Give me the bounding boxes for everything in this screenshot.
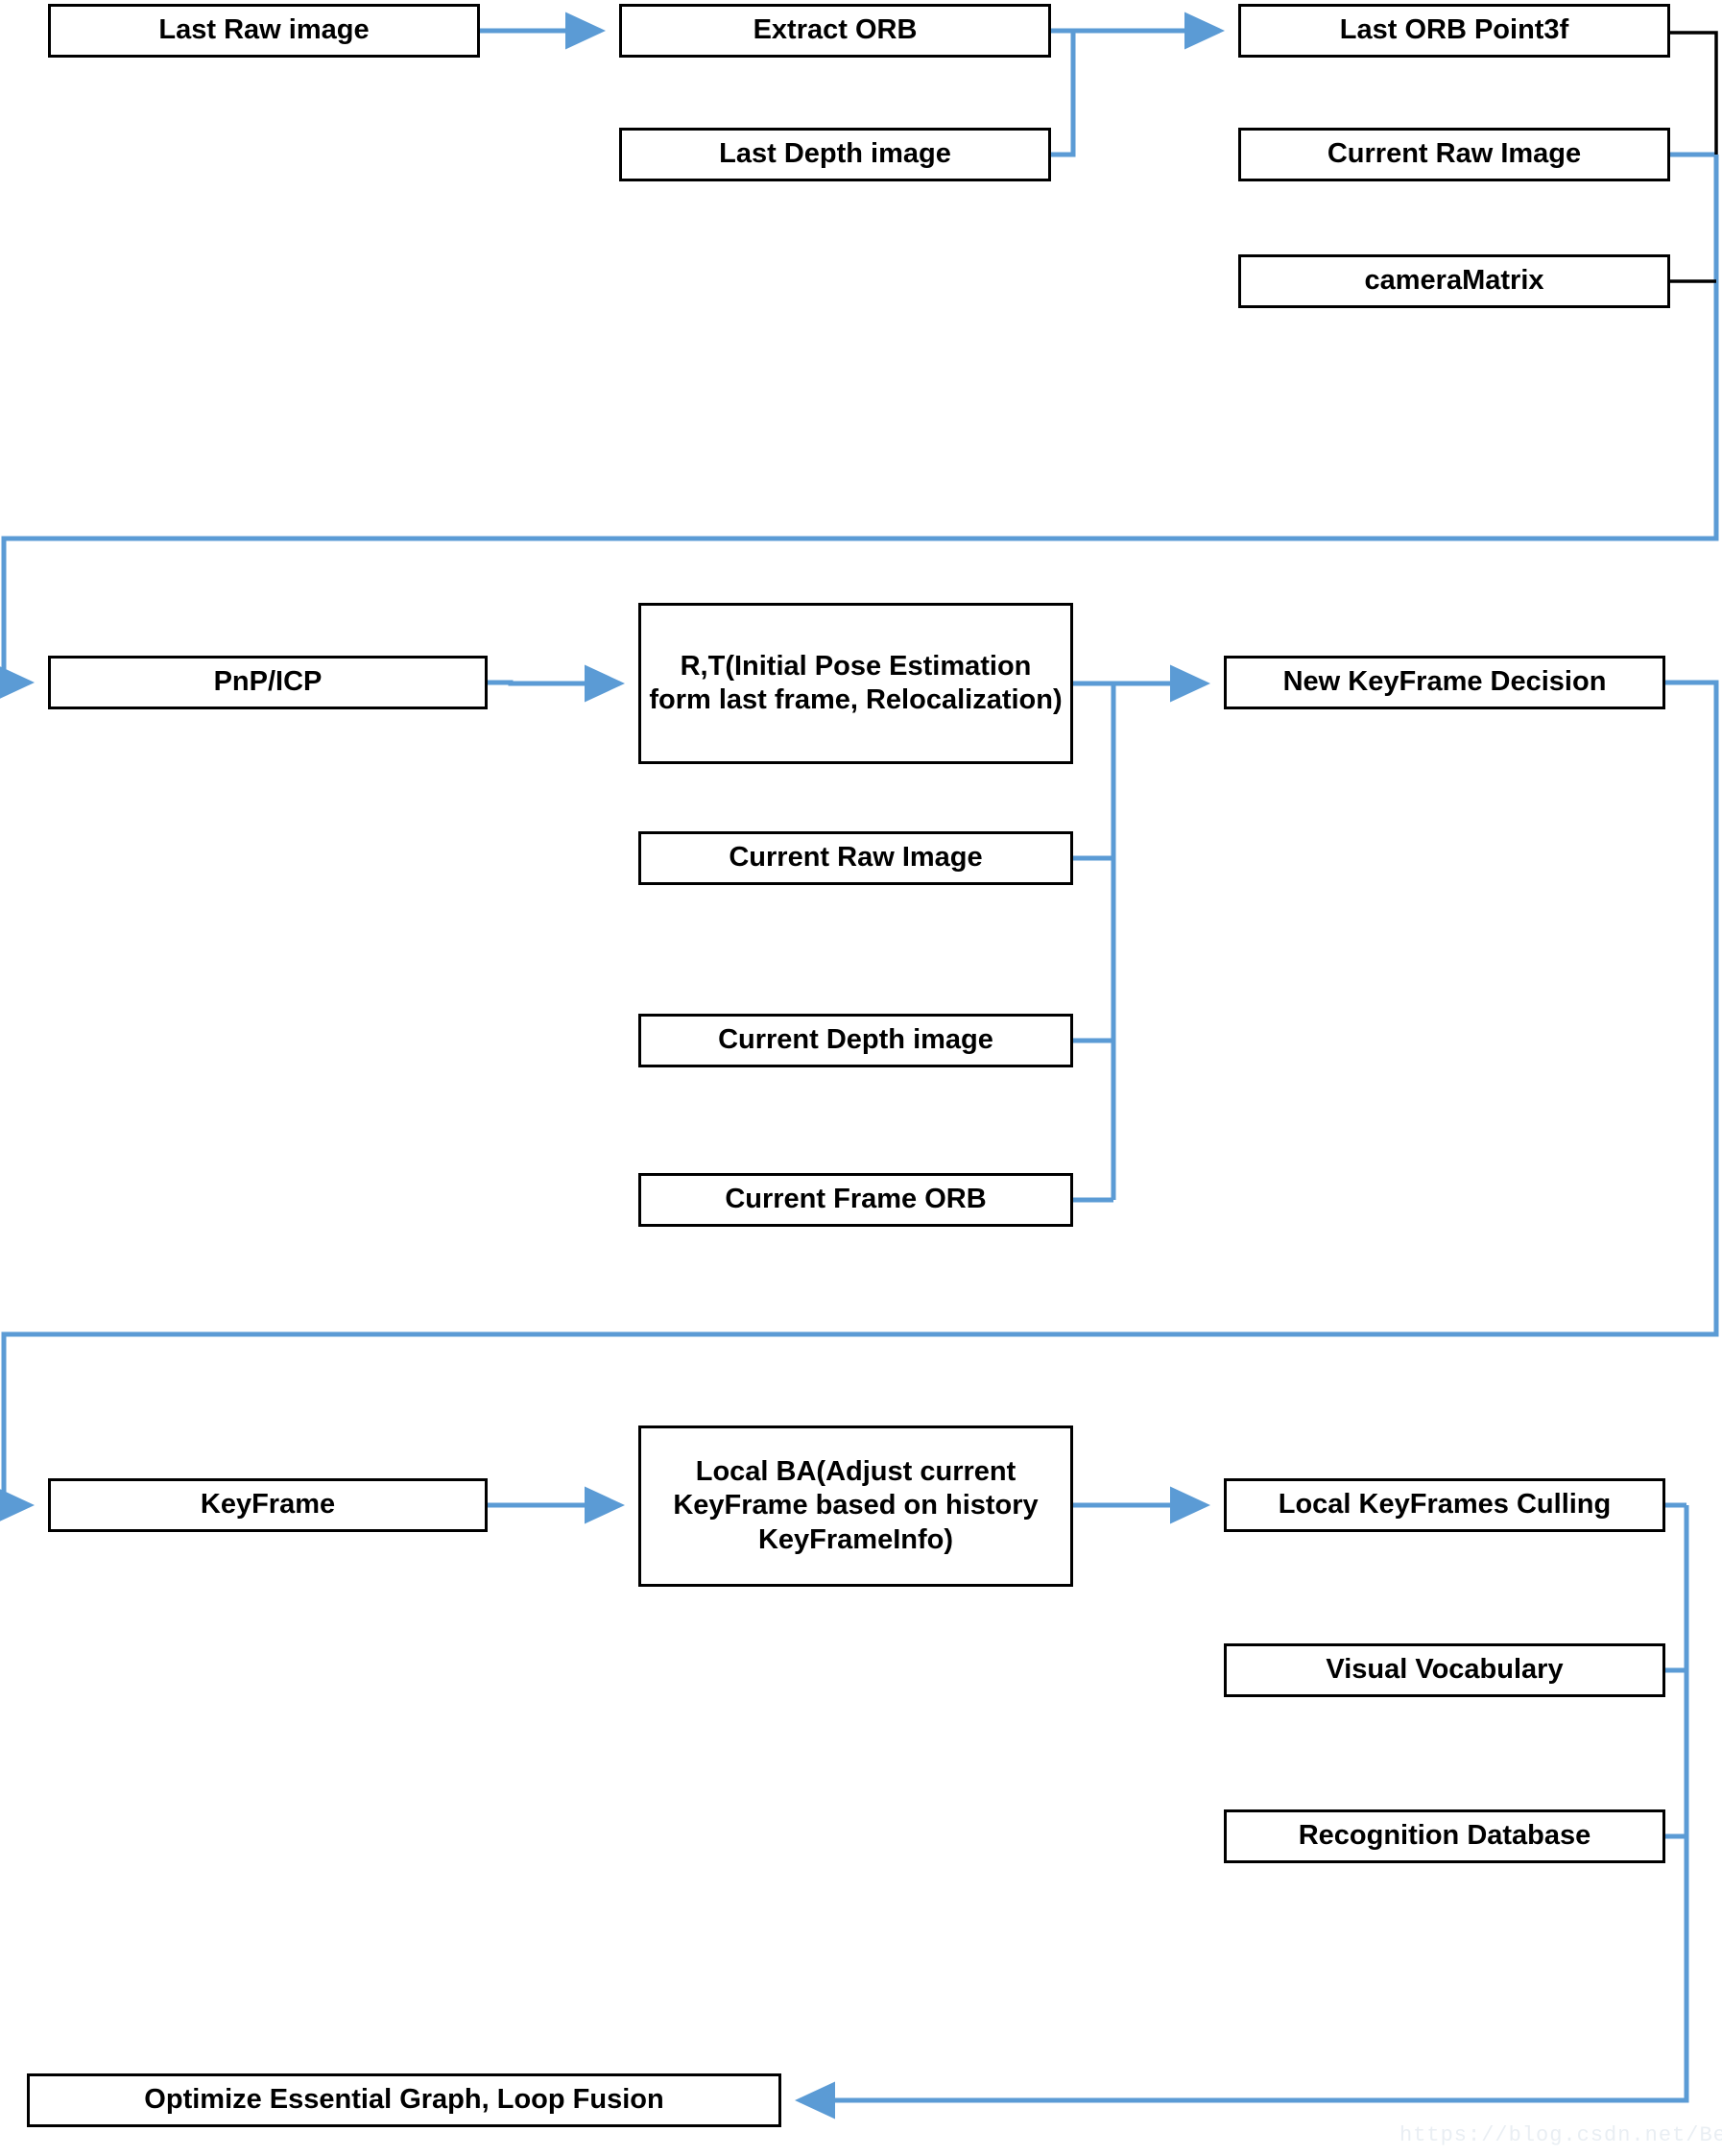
node-label: Local BA(Adjust current KeyFrame based o…	[673, 1455, 1039, 1555]
edge-bus-to-pnp	[0, 155, 1719, 702]
node-new-keyframe-decision[interactable]: New KeyFrame Decision	[1224, 656, 1665, 709]
node-label: KeyFrame	[200, 1489, 336, 1521]
node-label: Local KeyFrames Culling	[1278, 1489, 1612, 1521]
node-local-keyframes-culling[interactable]: Local KeyFrames Culling	[1224, 1478, 1665, 1532]
node-label: Last Depth image	[719, 138, 951, 170]
node-label: PnP/ICP	[213, 666, 323, 698]
node-keyframe[interactable]: KeyFrame	[48, 1478, 488, 1532]
edge-bus-to-optimize	[795, 1505, 1689, 2120]
node-label: Current Frame ORB	[725, 1184, 987, 1215]
node-label: Current Depth image	[718, 1024, 993, 1056]
node-extract-orb[interactable]: Extract ORB	[619, 4, 1051, 58]
node-recognition-database[interactable]: Recognition Database	[1224, 1809, 1665, 1863]
watermark-text: https://blog.csdn.net/BetterEthan	[1399, 2123, 1722, 2147]
edge-depth-to-junction	[1051, 31, 1076, 157]
node-label: R,T(Initial Pose Estimation form last fr…	[649, 650, 1063, 715]
node-pnp-icp[interactable]: PnP/ICP	[48, 656, 488, 709]
node-visual-vocabulary[interactable]: Visual Vocabulary	[1224, 1643, 1665, 1697]
node-label: Recognition Database	[1298, 1820, 1591, 1852]
node-label: cameraMatrix	[1364, 265, 1544, 297]
node-label: Extract ORB	[753, 14, 918, 46]
node-local-ba[interactable]: Local BA(Adjust current KeyFrame based o…	[638, 1425, 1073, 1587]
node-last-depth-image[interactable]: Last Depth image	[619, 128, 1051, 181]
node-label: Current Raw Image	[729, 842, 983, 874]
edge-decision-to-keyframe	[0, 680, 1719, 1524]
node-label: Current Raw Image	[1327, 138, 1582, 170]
node-rt-initial-pose[interactable]: R,T(Initial Pose Estimation form last fr…	[638, 603, 1073, 764]
node-label: Visual Vocabulary	[1326, 1654, 1564, 1686]
node-current-frame-orb[interactable]: Current Frame ORB	[638, 1173, 1073, 1227]
node-last-orb-point3f[interactable]: Last ORB Point3f	[1238, 4, 1670, 58]
edge-point3f-to-bus	[1670, 31, 1718, 155]
node-camera-matrix[interactable]: cameraMatrix	[1238, 254, 1670, 308]
node-label: Last Raw image	[158, 14, 370, 46]
node-current-depth-image[interactable]: Current Depth image	[638, 1014, 1073, 1067]
node-optimize-essential-graph[interactable]: Optimize Essential Graph, Loop Fusion	[27, 2073, 781, 2127]
node-label: Optimize Essential Graph, Loop Fusion	[144, 2084, 664, 2116]
node-current-raw-image-top[interactable]: Current Raw Image	[1238, 128, 1670, 181]
node-label: Last ORB Point3f	[1339, 14, 1569, 46]
node-label: New KeyFrame Decision	[1282, 666, 1607, 698]
node-current-raw-image-mid[interactable]: Current Raw Image	[638, 831, 1073, 885]
node-last-raw-image[interactable]: Last Raw image	[48, 4, 480, 58]
